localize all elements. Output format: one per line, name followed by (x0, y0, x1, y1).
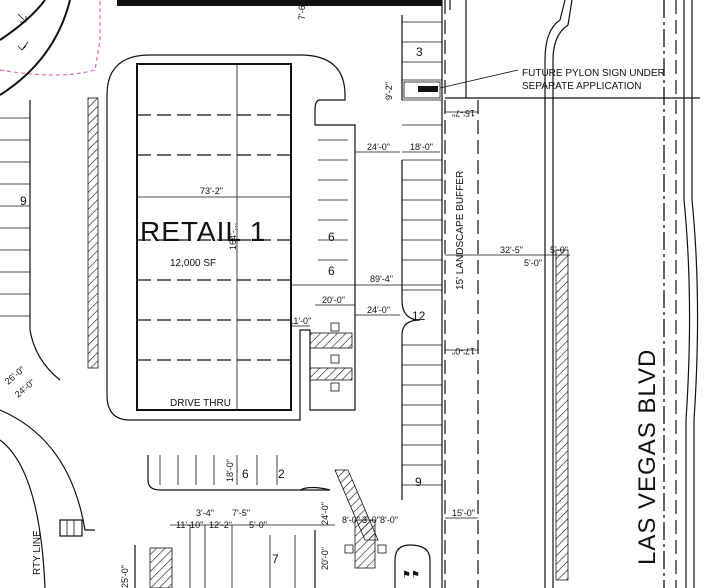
accessible-icon-4 (344, 544, 354, 554)
dim-24c: 24'-0" (320, 502, 330, 525)
dim-12-2: 12'-2" (209, 520, 232, 530)
dim-32-5: 32'-5" (500, 245, 523, 255)
dim-11: 11'-0" (289, 316, 311, 326)
sidewalk-curve (544, 0, 566, 588)
crosswalk-island (394, 544, 431, 588)
stall-count-2: 2 (278, 467, 285, 481)
pylon-note-line1: FUTURE PYLON SIGN UNDER (522, 68, 665, 79)
dim-8-0b: 8'-0" (380, 515, 398, 525)
arrow-icon (17, 41, 29, 51)
retail-building (136, 63, 292, 411)
accessible-icon-3 (330, 382, 340, 392)
top-structure (117, 0, 442, 6)
pylon-leader-line (439, 69, 519, 89)
pylon-sign (418, 86, 438, 92)
dim-7-5: 7'-5" (232, 508, 250, 518)
dim-24a: 24'-0" (367, 142, 390, 152)
dim-24b: 24'-0" (367, 305, 390, 315)
dim-7-6: 7'-6" (297, 2, 307, 20)
dim-18b: 18'-0" (225, 459, 235, 482)
dim-20a: 20'-0" (322, 295, 345, 305)
dim-5a: 5'-0" (550, 245, 568, 255)
landscape-buffer-label: 15' LANDSCAPE BUFFER (455, 171, 466, 290)
dim-3-0: 3'-0" (362, 515, 380, 525)
dim-20b: 20'-0" (320, 547, 330, 570)
bottom-parking-stalls (134, 455, 335, 588)
dim-8-0a: 8'-0" (342, 515, 360, 525)
left-parking-stalls (0, 100, 95, 588)
accessible-icon-5 (377, 544, 387, 554)
stall-count-3: 3 (416, 45, 423, 59)
road-edge-wave (683, 0, 691, 588)
dim-15-7: 15'-7" (452, 108, 475, 118)
landscape-hatch-left (87, 97, 99, 369)
accessible-icon-2 (330, 354, 340, 364)
drive-aisle-outline (106, 54, 356, 421)
parking-symbol: ⚑⚑ (402, 570, 420, 581)
dim-9-2: 9'-2" (384, 82, 394, 100)
dim-3-4: 3'-4" (196, 508, 214, 518)
stall-count-6c: 6 (242, 467, 249, 481)
accessible-aisle-2 (309, 367, 353, 381)
pylon-note-line2: SEPARATE APPLICATION (522, 81, 641, 92)
dim-25: 25'-0" (120, 565, 130, 588)
accessible-aisle-3 (354, 519, 376, 569)
parcel-boundary-pink (0, 0, 101, 76)
accessible-aisle-1 (309, 332, 353, 349)
dim-11-10: 11'-10" (176, 520, 203, 530)
building-title: RETAIL 1 (140, 216, 266, 247)
road-edge-wave-2 (691, 0, 699, 588)
property-line-label: RTY LINE (32, 530, 43, 575)
building-grid-dashes (137, 114, 291, 361)
pylon-sign-box (403, 81, 441, 99)
stall-count-left: 9 (20, 194, 27, 208)
dimension-lines (290, 111, 570, 519)
accessible-aisle-bottom (149, 547, 173, 588)
trash-enclosure (59, 519, 83, 537)
east-stalls-building (318, 139, 348, 261)
arrow-icon-2 (17, 13, 27, 23)
dim-5c: 5'-0" (249, 520, 267, 530)
stall-count-7: 7 (272, 552, 279, 566)
road-name: LAS VEGAS BLVD (634, 349, 661, 565)
dim-89-4: 89'-4" (370, 274, 393, 284)
middle-parking-stalls (401, 15, 442, 500)
dim-5b: 5'-0" (524, 258, 542, 268)
sidewalk-curve-2 (552, 0, 573, 588)
curved-road-edge (0, 0, 71, 96)
building-width-dim: 73'-2" (200, 186, 223, 196)
stall-count-9b: 9 (415, 475, 422, 489)
dim-18a: 18'-0" (410, 142, 433, 152)
accessible-icon (330, 322, 340, 332)
drive-thru-label: DRIVE THRU (170, 398, 231, 409)
dim-17: 17'-0" (452, 346, 475, 356)
dim-15b: 15'-0" (452, 508, 475, 518)
curved-road-edge-2 (0, 0, 46, 41)
building-depth-dim: 164'-... (228, 223, 238, 250)
sidewalk-hatch (555, 249, 569, 581)
stall-count-6b: 6 (328, 264, 335, 278)
stall-count-12: 12 (412, 309, 426, 323)
stall-count-6a: 6 (328, 230, 335, 244)
building-area: 12,000 SF (170, 258, 216, 269)
